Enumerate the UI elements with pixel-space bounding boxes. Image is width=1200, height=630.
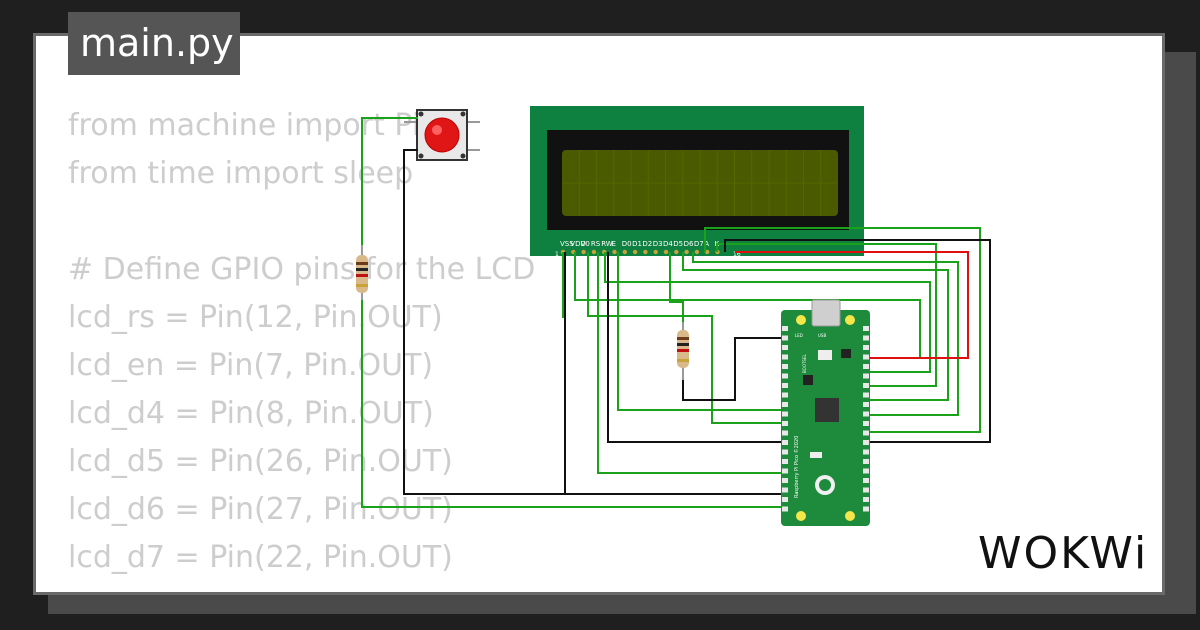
lcd-pin — [643, 249, 648, 255]
push-button[interactable] — [404, 109, 480, 161]
lcd-pin — [694, 249, 700, 255]
pico-pin — [782, 497, 788, 502]
red-wires — [735, 251, 969, 359]
code-line: lcd_d6 = Pin(27, Pin.OUT) — [68, 492, 453, 527]
black-wires — [403, 149, 991, 495]
pico-pin — [863, 430, 869, 436]
pico-pin — [863, 506, 869, 512]
pico-pin — [863, 497, 869, 502]
pico-pin — [782, 478, 788, 483]
pico-pin — [863, 392, 869, 398]
file-tab[interactable]: main.py — [68, 12, 240, 75]
pico-pin — [782, 421, 788, 426]
raspberry-pi-pico[interactable]: USB LED BOOTSEL Raspberry Pi Pico ©2020 — [781, 299, 870, 526]
pico-pin — [863, 383, 869, 388]
lcd-pin — [653, 249, 658, 255]
code-line: from time import sleep — [68, 156, 414, 191]
lcd-pin-label: VSS — [560, 240, 574, 248]
lcd-pin-label: D1 — [632, 240, 642, 248]
pico-pin — [782, 487, 788, 493]
lcd-pin — [591, 249, 597, 255]
pico-pin — [863, 487, 869, 493]
code-line: lcd_en = Pin(7, Pin.OUT) — [68, 348, 434, 383]
lcd-pin-label: D7 — [694, 240, 704, 248]
pico-pin — [782, 430, 788, 436]
pico-pin — [782, 411, 788, 417]
pico-pin — [863, 354, 869, 360]
lcd-pin-label: D3 — [653, 240, 663, 248]
pico-pin — [863, 440, 869, 445]
pico-usb-label: USB — [818, 333, 826, 338]
pico-pin — [863, 345, 869, 350]
lcd-pin-label: VDD — [570, 240, 586, 248]
pico-pin — [863, 459, 869, 464]
pico-pin — [782, 373, 788, 379]
pico-pin — [782, 335, 788, 341]
pico-pin — [782, 326, 788, 331]
pico-pin — [863, 402, 869, 407]
lcd-pin-label: RS — [591, 240, 601, 248]
pico-pin — [782, 468, 788, 474]
resistor-2[interactable] — [677, 322, 689, 380]
lcd-pin-label: E — [612, 240, 616, 248]
lcd-pin-label: A — [704, 240, 709, 248]
lcd-pin-label: D5 — [673, 240, 683, 248]
code-line: lcd_d5 = Pin(26, Pin.OUT) — [68, 444, 453, 479]
pico-pin — [782, 345, 788, 350]
lcd-pin-label: D6 — [684, 240, 694, 248]
pico-pin — [782, 354, 788, 360]
pico-pin — [863, 373, 869, 379]
code-line: lcd_d7 = Pin(22, Pin.OUT) — [68, 540, 453, 575]
pico-pin — [863, 335, 869, 341]
pico-pin — [782, 392, 788, 398]
lcd-pin — [612, 249, 617, 255]
pico-pin — [782, 402, 788, 407]
lcd-pin — [622, 249, 627, 255]
pico-led-label: LED — [795, 333, 803, 338]
lcd-pin-number-1: 1 — [555, 251, 559, 258]
pico-pin — [863, 449, 869, 455]
code-line: lcd_d4 = Pin(8, Pin.OUT) — [68, 396, 434, 431]
pico-board-label: Raspberry Pi Pico ©2020 — [793, 436, 800, 498]
lcd-pin — [663, 249, 669, 255]
pico-pin — [863, 411, 869, 417]
code-line: lcd_rs = Pin(12, Pin.OUT) — [68, 300, 443, 335]
wokwi-logo: WOKWi — [978, 528, 1149, 579]
pico-pin — [782, 459, 788, 464]
pico-pin — [782, 383, 788, 388]
pico-pin — [863, 326, 869, 331]
pico-pin — [863, 421, 869, 426]
lcd-pin-label: RW — [601, 240, 613, 248]
pico-pin — [782, 449, 788, 455]
lcd-pin-label: D2 — [642, 240, 652, 248]
pico-pin — [782, 506, 788, 512]
resistor-1[interactable] — [356, 245, 368, 300]
pico-pin — [863, 364, 869, 369]
green-wires — [361, 117, 981, 508]
lcd-pin — [684, 249, 689, 255]
pico-pin — [863, 468, 869, 474]
pico-pin — [863, 478, 869, 483]
lcd-pin-label: D4 — [663, 240, 673, 248]
pico-pin — [782, 364, 788, 369]
lcd-pin-number-16: 16 — [733, 251, 741, 258]
lcd-pin-label: V0 — [581, 240, 590, 248]
lcd-pin — [705, 249, 710, 255]
lcd-pin — [581, 249, 586, 255]
lcd-pin — [632, 249, 638, 255]
lcd-pin — [674, 249, 679, 255]
lcd-pin-label: D0 — [622, 240, 632, 248]
code-line: # Define GPIO pins for the LCD — [68, 252, 536, 287]
pico-pin — [782, 440, 788, 445]
pico-bootsel-label: BOOTSEL — [802, 354, 807, 373]
